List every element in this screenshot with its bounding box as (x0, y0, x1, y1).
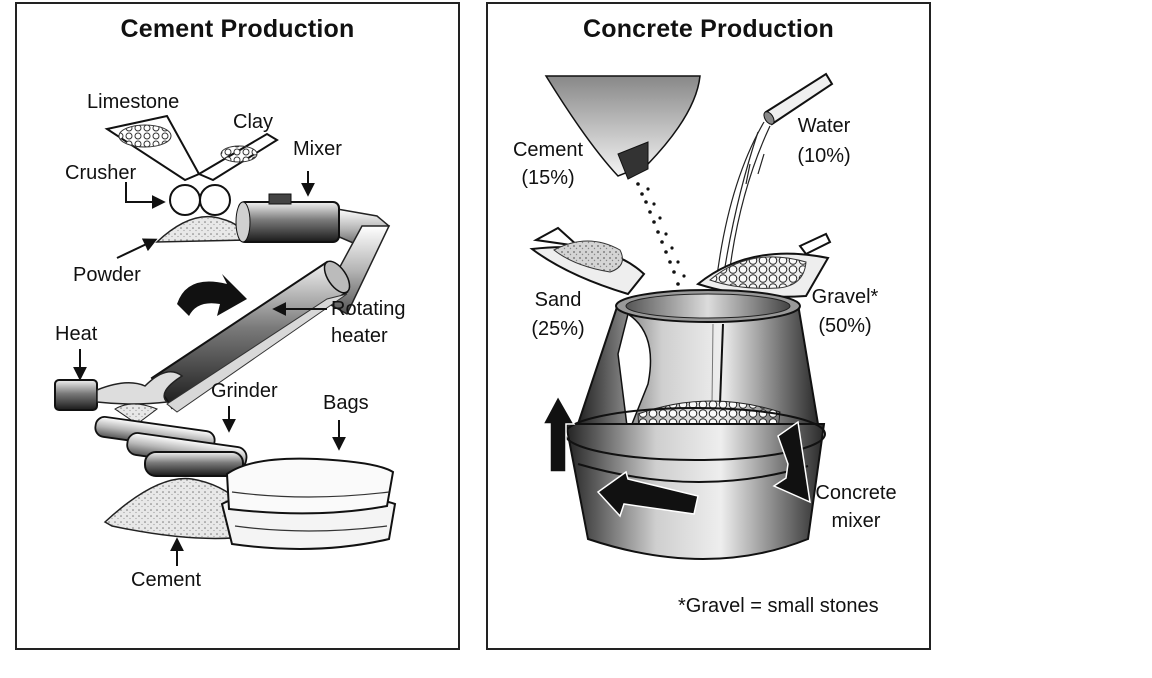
label-sand-percent: (25%) (518, 317, 598, 341)
concrete-mixer-drum (565, 290, 825, 559)
label-crusher: Crusher (65, 161, 136, 185)
heat-burner (55, 372, 182, 410)
label-cement-name: Cement (506, 138, 590, 162)
cement-stream (636, 182, 685, 286)
concrete-production-panel: Concrete Production Cement (15%) Water (… (486, 2, 931, 650)
powder-pile (157, 217, 247, 242)
label-concrete-mixer-line2: mixer (806, 509, 906, 533)
footnote-gravel: *Gravel = small stones (678, 594, 879, 618)
clay-hopper (199, 134, 277, 180)
label-heater: heater (331, 324, 388, 348)
sand-scoop (532, 228, 644, 294)
crusher-rollers (170, 185, 230, 215)
label-limestone: Limestone (87, 90, 179, 114)
label-sand-name: Sand (518, 288, 598, 312)
cement-production-panel: Cement Production Limestone Clay Crusher… (15, 2, 460, 650)
label-concrete-mixer-line1: Concrete (806, 481, 906, 505)
label-cement-output: Cement (131, 568, 201, 592)
label-bags: Bags (323, 391, 369, 415)
label-rotating: Rotating (331, 297, 406, 321)
label-gravel-name: Gravel* (798, 285, 892, 309)
label-grinder: Grinder (211, 379, 278, 403)
concrete-title: Concrete Production (488, 15, 929, 44)
label-cement-percent: (15%) (506, 166, 590, 190)
label-mixer: Mixer (293, 137, 342, 161)
label-clay: Clay (233, 110, 273, 134)
label-water-name: Water (784, 114, 864, 138)
cement-bags (222, 459, 395, 549)
cement-title: Cement Production (17, 15, 458, 44)
label-gravel-percent: (50%) (798, 314, 892, 338)
grinder-rollers (94, 404, 248, 476)
cement-bag (546, 76, 700, 179)
label-heat: Heat (55, 322, 97, 346)
label-powder: Powder (73, 263, 141, 287)
label-water-percent: (10%) (784, 144, 864, 168)
